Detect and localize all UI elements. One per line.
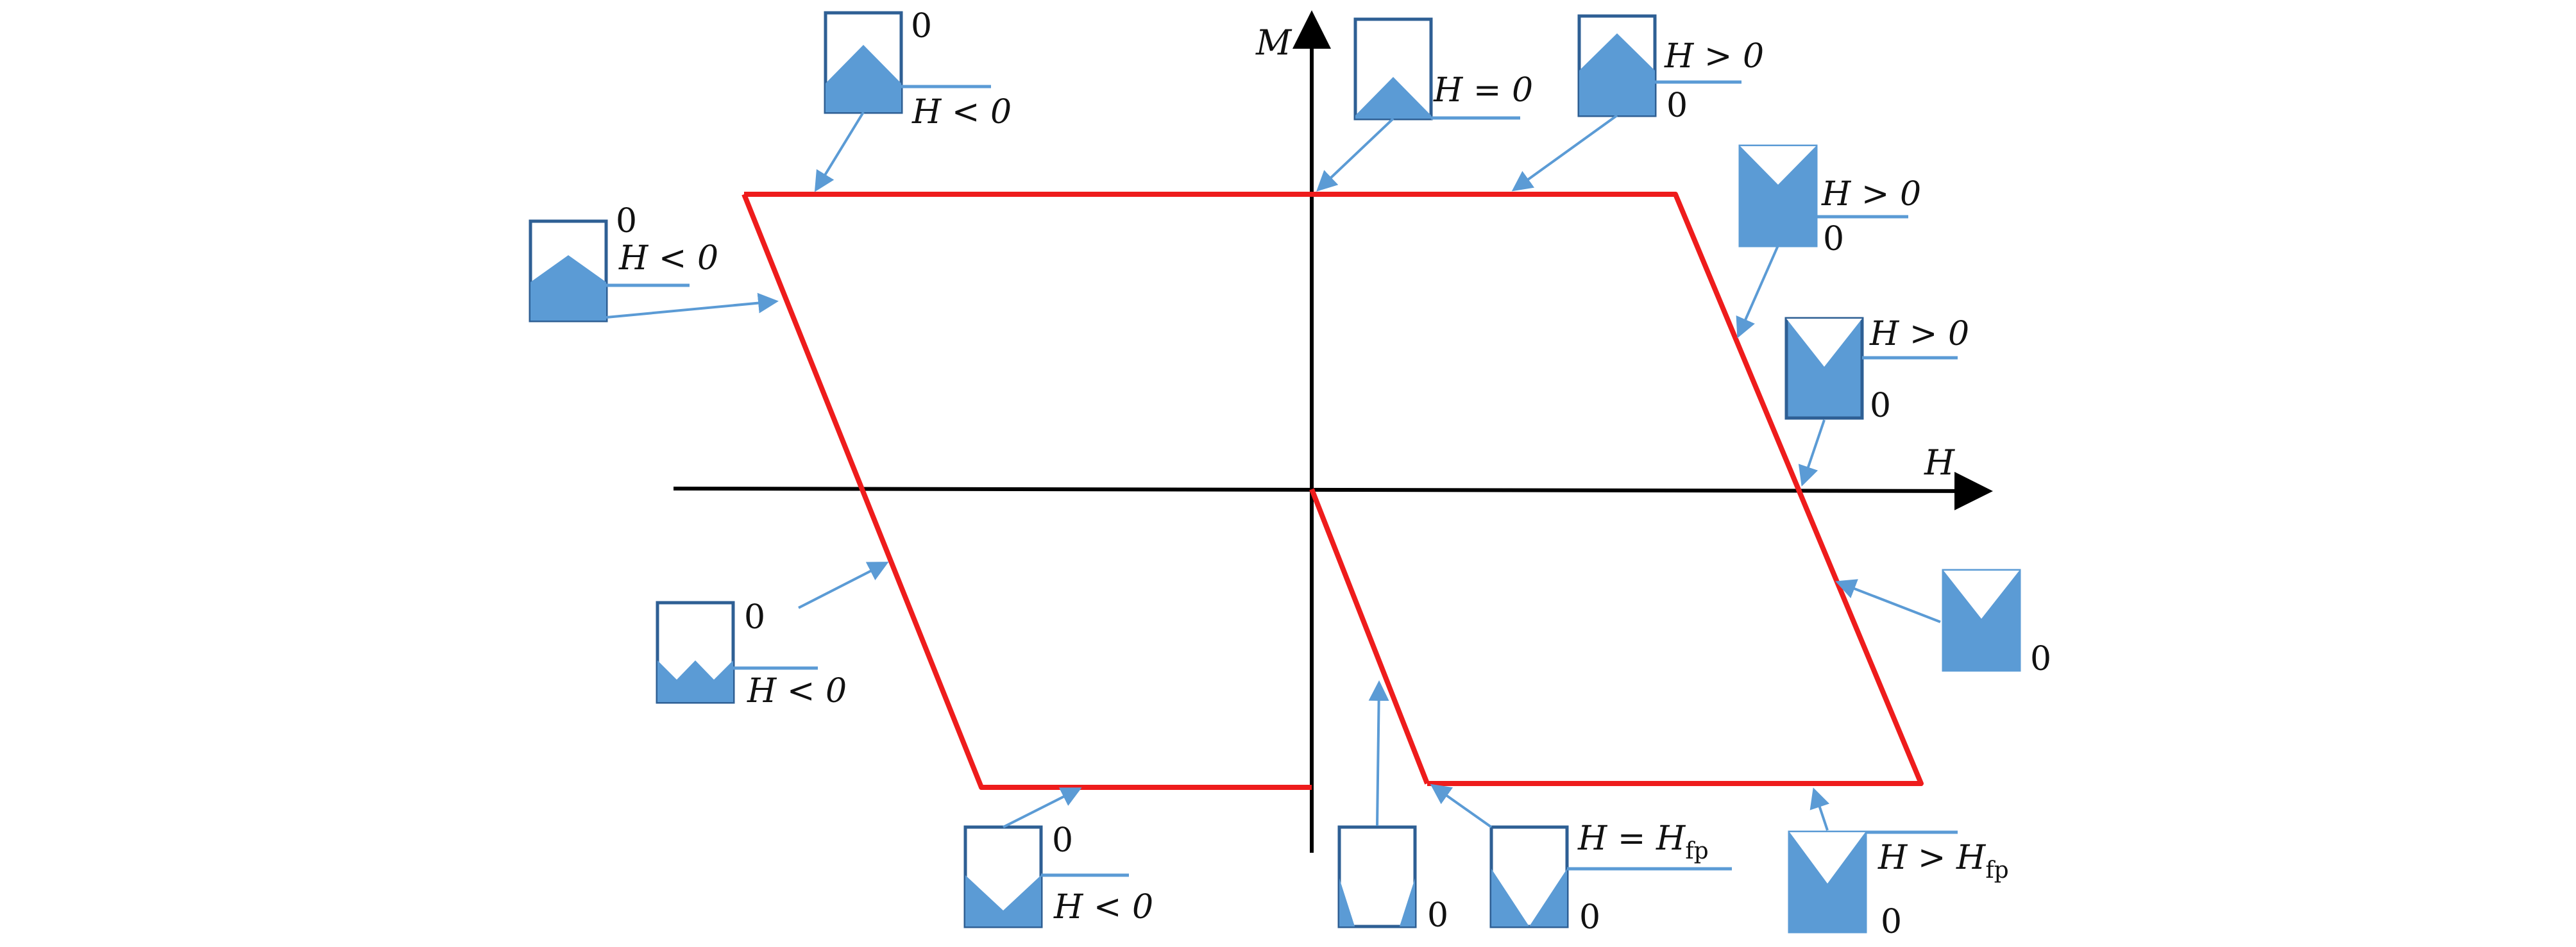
h-axis bbox=[673, 471, 1993, 510]
inset-lower-label: 0 bbox=[1881, 903, 1902, 941]
inset-lower-label: H < 0 bbox=[618, 239, 718, 278]
inset-right-middle: H > 0 0 bbox=[1784, 315, 1969, 487]
inset-right-upper: H > 0 0 bbox=[1736, 144, 1921, 339]
inset-top-left: 0 H < 0 bbox=[814, 7, 1012, 192]
inset-upper-label: H > 0 bbox=[1821, 175, 1921, 214]
inset-upper-label: H > Hfp bbox=[1877, 839, 2009, 884]
inset-bottom-right: H > Hfp 0 bbox=[1788, 787, 2009, 941]
inset-bottom-center: 0 bbox=[1337, 680, 1448, 935]
m-axis-label: M bbox=[1255, 22, 1292, 63]
inset-lower-label: 0 bbox=[1666, 87, 1688, 125]
h-axis-label: H bbox=[1924, 442, 1955, 483]
inset-upper-label: 0 bbox=[911, 7, 932, 46]
inset-lower-label: H < 0 bbox=[1053, 888, 1153, 926]
hysteresis-loop bbox=[741, 192, 1924, 790]
inset-upper-label: H > 0 bbox=[1869, 315, 1969, 353]
inset-upper-subscript: fp bbox=[1985, 857, 2008, 884]
inset-upper-main: H = H bbox=[1577, 819, 1686, 858]
inset-upper-subscript: fp bbox=[1685, 838, 1708, 864]
inset-top-origin: H = 0 bbox=[1316, 17, 1533, 192]
inset-upper-label: H = Hfp bbox=[1577, 819, 1709, 864]
inset-upper-label: 0 bbox=[616, 202, 637, 240]
loop-lower-branch bbox=[741, 193, 1312, 790]
inset-lower-label: 0 bbox=[1823, 220, 1844, 258]
inset-upper-label: H = 0 bbox=[1433, 71, 1533, 110]
inset-upper-label: 0 bbox=[744, 598, 765, 637]
inset-lower-label: 0 bbox=[2030, 640, 2051, 678]
inset-bottom-hfp: H = Hfp 0 bbox=[1430, 784, 1732, 937]
inset-right-lower: 0 bbox=[1835, 569, 2051, 678]
inset-left-upper: 0 H < 0 bbox=[529, 202, 779, 323]
inset-left-lower: 0 H < 0 bbox=[656, 562, 889, 710]
inset-lower-label: 0 bbox=[1427, 896, 1448, 935]
loop-upper-branch bbox=[744, 192, 1924, 786]
loop-initial-branch bbox=[1309, 488, 1430, 785]
inset-lower-label: 0 bbox=[1870, 387, 1891, 425]
inset-lower-label: H < 0 bbox=[747, 672, 847, 710]
inset-upper-label: 0 bbox=[1052, 821, 1073, 860]
inset-upper-label: H > 0 bbox=[1664, 37, 1764, 76]
inset-upper-main: H > H bbox=[1877, 839, 1987, 877]
inset-lower-label: 0 bbox=[1579, 898, 1600, 937]
inset-top-right: H > 0 0 bbox=[1511, 14, 1764, 192]
inset-bottom-left: 0 H < 0 bbox=[963, 787, 1153, 928]
inset-lower-label: H < 0 bbox=[911, 93, 1012, 131]
